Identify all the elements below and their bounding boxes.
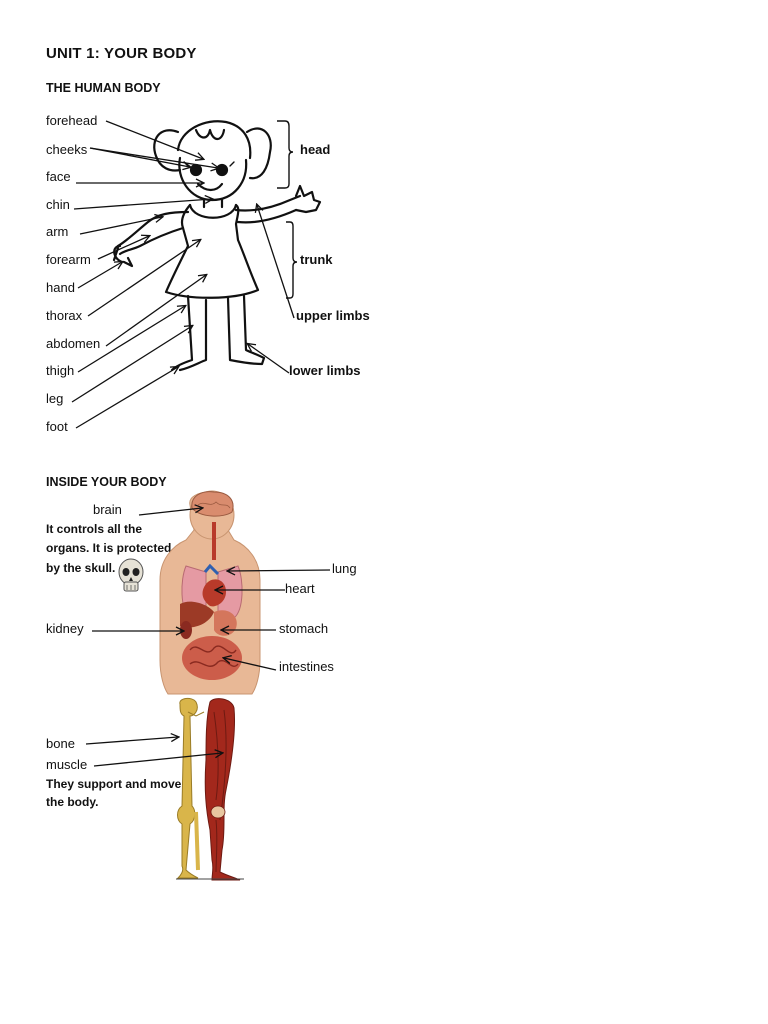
label-leg: leg [46,391,64,406]
label-forehead: forehead [46,113,98,128]
label-muscle: muscle [46,757,88,772]
torso-label-arrows [92,508,331,671]
trunk-brace [286,221,298,299]
label-head: head [300,142,331,157]
label-abdomen: abdomen [46,336,101,351]
label-chin: chin [46,197,70,212]
leg-label-arrows [85,737,222,767]
support-note-line-1: They support and move [46,777,182,791]
girl-label-arrows [71,120,295,429]
label-stomach: stomach [279,621,329,636]
label-upper-limbs: upper limbs [296,308,370,323]
label-thorax: thorax [46,308,83,323]
label-kidney: kidney [46,621,84,636]
label-face: face [46,169,71,184]
label-brain: brain [93,502,122,517]
leg-bone-illustration [176,697,205,879]
section-title-human-body: THE HUMAN BODY [46,81,161,95]
leg-muscle-illustration [204,698,241,881]
brain-note-line-1: It controls all the [46,522,143,536]
label-foot: foot [46,419,68,434]
label-hand: hand [46,280,75,295]
unit-title: UNIT 1: YOUR BODY [46,45,197,62]
label-intestines: intestines [279,659,334,674]
support-note-line-2: the body. [46,795,99,809]
label-trunk: trunk [300,252,333,267]
label-bone: bone [46,736,75,751]
brain-note-line-3: by the skull. [46,561,116,575]
label-forearm: forearm [46,252,91,267]
label-cheeks: cheeks [46,142,88,157]
label-lung: lung [332,561,357,576]
label-heart: heart [285,581,315,596]
label-lower-limbs: lower limbs [289,363,361,378]
head-brace [277,120,294,189]
skull-icon [118,558,144,592]
torso-anatomy-illustration [118,490,261,695]
label-thigh: thigh [46,363,75,378]
section-title-inside-body: INSIDE YOUR BODY [46,475,167,489]
brain-note-line-2: organs. It is protected [46,541,172,555]
label-arm: arm [46,224,69,239]
